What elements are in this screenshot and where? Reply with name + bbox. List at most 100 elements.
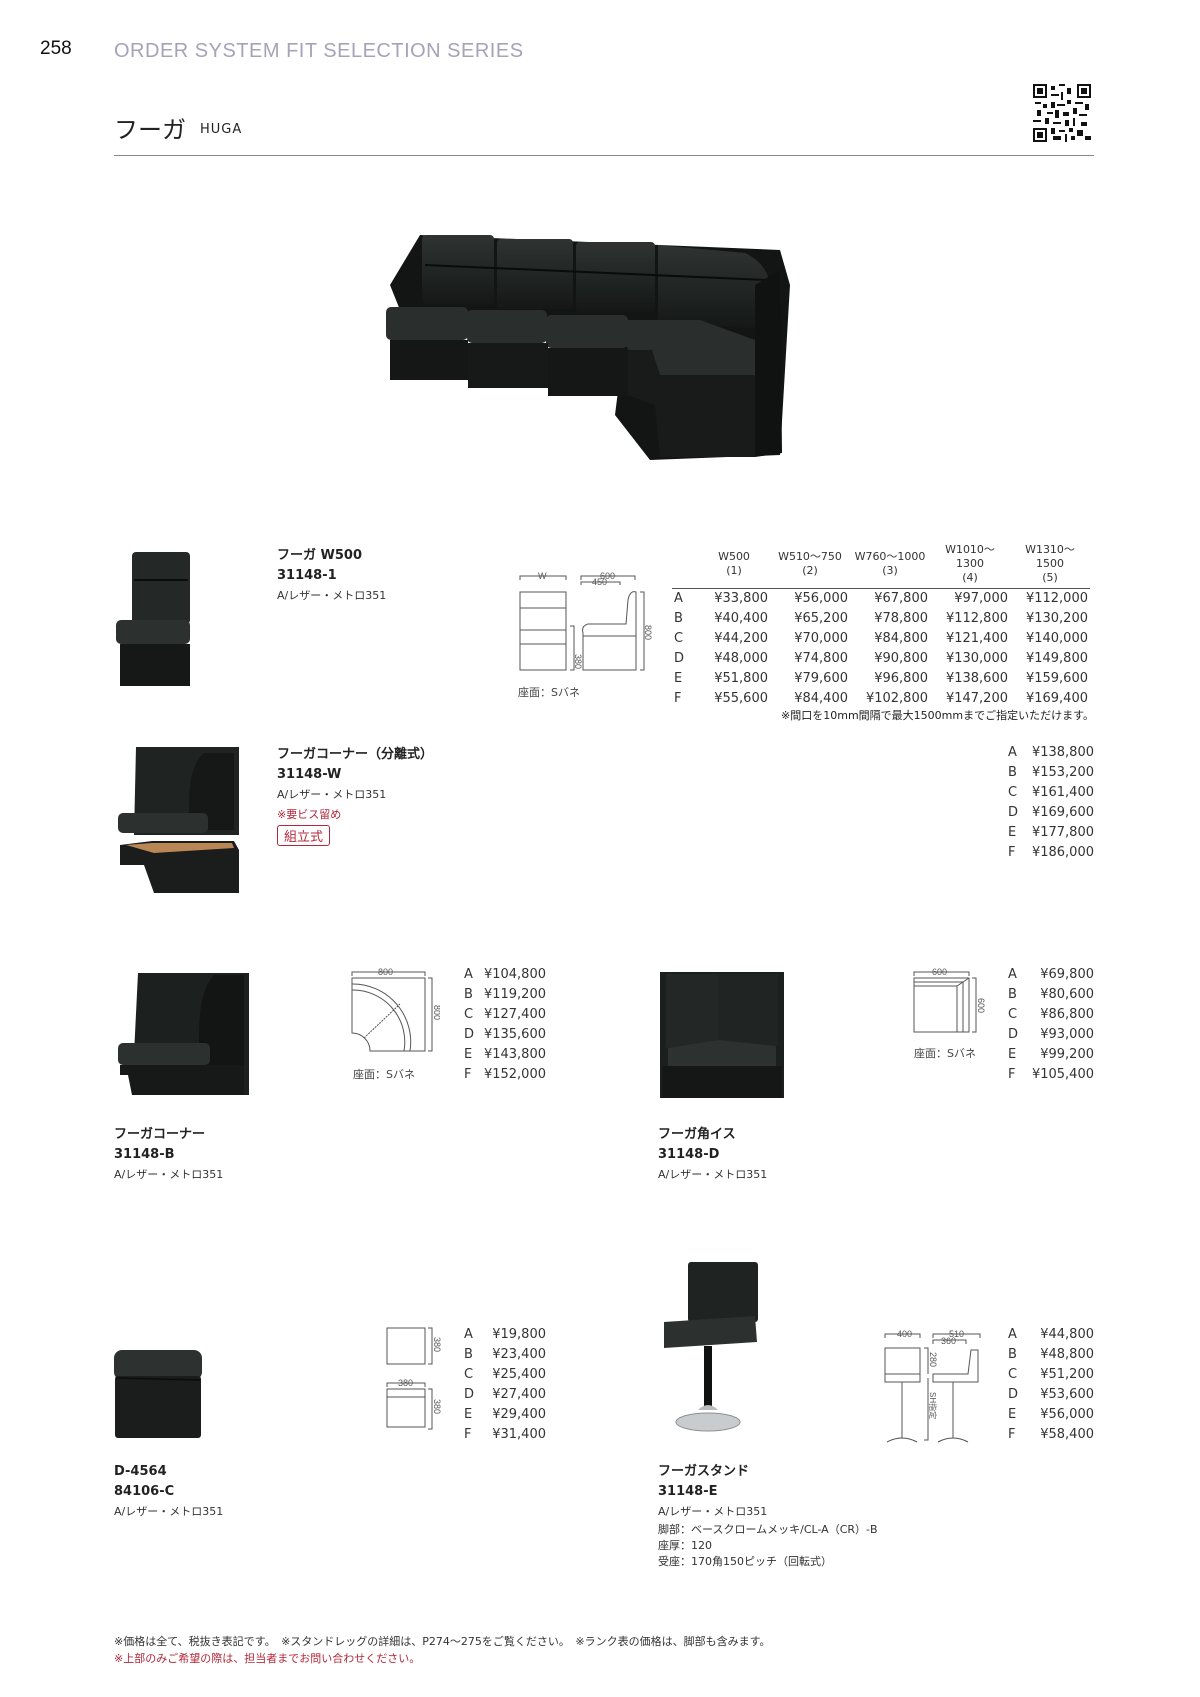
product-info-stand: フーガスタンド 31148-E A/レザー・メトロ351 脚部：ベースクロームメ… — [658, 1462, 958, 1570]
svg-text:510: 510 — [949, 1330, 964, 1339]
price-row: C¥127,400 — [464, 1007, 546, 1022]
page-title-jp: フーガ — [114, 116, 186, 144]
dimension-diagram-kaku-d: 600 600 — [912, 968, 987, 1043]
price-row: B¥119,200 — [464, 987, 546, 1002]
svg-text:W: W — [538, 571, 547, 581]
price-row: F¥152,000 — [464, 1067, 546, 1082]
price-row: A¥44,800 — [1008, 1327, 1094, 1342]
svg-text:SH指定: SH指定 — [928, 1392, 938, 1419]
price-row: A¥138,800 — [1008, 745, 1094, 760]
dimension-diagram-w500: W 600 450 380 800 — [518, 570, 658, 680]
price-row: E¥99,200 — [1008, 1047, 1094, 1062]
product-info-corner-w: フーガコーナー（分離式） 31148-W A/レザー・メトロ351 ※要ビス留め… — [277, 745, 497, 846]
price-row: A¥104,800 — [464, 967, 546, 982]
assembly-badge: 組立式 — [277, 825, 331, 846]
price-row: E¥177,800 — [1008, 825, 1094, 840]
product-image-corner-b — [114, 965, 254, 1100]
price-row: B¥48,800 — [1008, 1347, 1094, 1362]
svg-text:800: 800 — [643, 625, 653, 640]
svg-text:800: 800 — [378, 968, 393, 977]
product-image-kaku-d — [658, 968, 788, 1100]
price-row: A¥19,800 — [464, 1327, 546, 1342]
price-row: D¥169,600 — [1008, 805, 1094, 820]
price-row: D¥27,400 — [464, 1387, 546, 1402]
mount-spec: 受座：170角150ピッチ（回転式） — [658, 1555, 832, 1568]
series-title: ORDER SYSTEM FIT SELECTION SERIES — [114, 40, 524, 62]
col-header-4: W1010～1300(4) — [930, 543, 1010, 589]
product-code: 31148-B — [114, 1147, 175, 1162]
col-header-2: W510～750(2) — [770, 543, 850, 589]
product-material: A/レザー・メトロ351 — [114, 1168, 224, 1181]
svg-text:380: 380 — [573, 654, 583, 669]
product-image-w500 — [114, 550, 194, 690]
svg-text:280: 280 — [928, 1352, 938, 1367]
product-info-kaku-d: フーガ角イス 31148-D A/レザー・メトロ351 — [658, 1125, 878, 1185]
product-code: 31148-E — [658, 1484, 718, 1499]
price-row: D¥93,000 — [1008, 1027, 1094, 1042]
price-row: B¥23,400 — [464, 1347, 546, 1362]
price-row: E¥56,000 — [1008, 1407, 1094, 1422]
product-material: A/レザー・メトロ351 — [277, 589, 387, 602]
price-table-w500: W500(1) W510～750(2) W760～1000(3) W1010～1… — [672, 543, 1090, 709]
price-list-corner-b: A¥104,800 B¥119,200 C¥127,400 D¥135,600 … — [464, 965, 546, 1085]
product-image-stool — [112, 1348, 207, 1443]
product-material: A/レザー・メトロ351 — [658, 1505, 768, 1518]
price-list-kaku-d: A¥69,800 B¥80,600 C¥86,800 D¥93,000 E¥99… — [1008, 965, 1094, 1085]
price-row: E¥29,400 — [464, 1407, 546, 1422]
page-title-en: HUGA — [200, 122, 243, 137]
product-name: D-4564 — [114, 1464, 167, 1479]
product-code: 84106-C — [114, 1484, 175, 1499]
product-name: フーガスタンド — [658, 1464, 750, 1479]
dimension-diagram-stand: 400 510 360 280 SH指定 — [883, 1330, 993, 1455]
price-list-corner-w: A¥138,800 B¥153,200 C¥161,400 D¥169,600 … — [1008, 743, 1094, 863]
seat-spec: 座面：Sバネ — [518, 686, 580, 699]
product-info-w500: フーガ W500 31148-1 A/レザー・メトロ351 — [277, 546, 497, 606]
price-row: E¥143,800 — [464, 1047, 546, 1062]
price-row: D¥53,600 — [1008, 1387, 1094, 1402]
price-row: F¥105,400 — [1008, 1067, 1094, 1082]
product-material: A/レザー・メトロ351 — [658, 1168, 768, 1181]
price-row: F¥58,400 — [1008, 1427, 1094, 1442]
product-name: フーガコーナー — [114, 1127, 206, 1142]
seat-spec: 座面：Sバネ — [914, 1047, 976, 1060]
svg-text:400: 400 — [897, 1330, 912, 1339]
price-row: D¥135,600 — [464, 1027, 546, 1042]
price-list-stool: A¥19,800 B¥23,400 C¥25,400 D¥27,400 E¥29… — [464, 1325, 546, 1445]
footer-note: ※価格は全て、税抜き表記です。 ※スタンドレッグの詳細は、P274～275をご覧… — [114, 1635, 771, 1648]
table-row: F¥55,600¥84,400¥102,800¥147,200¥169,400 — [674, 691, 1088, 706]
svg-text:600: 600 — [932, 968, 947, 977]
product-code: 31148-W — [277, 767, 342, 782]
dimension-diagram-stool: 380 380 380 — [384, 1325, 444, 1445]
svg-text:800: 800 — [432, 1005, 440, 1020]
price-row: C¥25,400 — [464, 1367, 546, 1382]
footer-note-red: ※上部のみご希望の際は、担当者までお問い合わせください。 — [114, 1652, 421, 1665]
product-image-stand — [660, 1260, 760, 1440]
table-row: E¥51,800¥79,600¥96,800¥138,600¥159,600 — [674, 671, 1088, 686]
price-row: F¥186,000 — [1008, 845, 1094, 860]
product-name: フーガコーナー（分離式） — [277, 747, 434, 762]
col-header-3: W760～1000(3) — [850, 543, 930, 589]
price-row: C¥51,200 — [1008, 1367, 1094, 1382]
thickness-spec: 座厚：120 — [658, 1539, 712, 1552]
col-header-1: W500(1) — [698, 543, 770, 589]
table-row: A¥33,800¥56,000¥67,800¥97,000¥112,000 — [674, 591, 1088, 607]
product-name: フーガ W500 — [277, 548, 363, 563]
product-code: 31148-D — [658, 1147, 720, 1162]
svg-text:600: 600 — [976, 998, 986, 1013]
col-header-5: W1310～1500(5) — [1010, 543, 1090, 589]
product-code: 31148-1 — [277, 568, 337, 583]
seat-spec: 座面：Sバネ — [353, 1068, 415, 1081]
price-row: B¥80,600 — [1008, 987, 1094, 1002]
svg-text:380: 380 — [398, 1378, 413, 1388]
product-info-stool: D-4564 84106-C A/レザー・メトロ351 — [114, 1462, 334, 1522]
table-row: D¥48,000¥74,800¥90,800¥130,000¥149,800 — [674, 651, 1088, 666]
svg-text:600: 600 — [600, 571, 615, 581]
table-row: B¥40,400¥65,200¥78,800¥112,800¥130,200 — [674, 611, 1088, 626]
product-material: A/レザー・メトロ351 — [114, 1505, 224, 1518]
product-image-corner-w — [114, 745, 244, 895]
dimension-diagram-corner-b: 800 800 — [350, 968, 440, 1063]
leg-spec: 脚部：ベースクロームメッキ/CL-A（CR）-B — [658, 1523, 878, 1536]
qr-code-icon[interactable] — [1033, 84, 1091, 142]
product-material: A/レザー・メトロ351 — [277, 788, 387, 801]
page-number: 258 — [40, 38, 72, 59]
